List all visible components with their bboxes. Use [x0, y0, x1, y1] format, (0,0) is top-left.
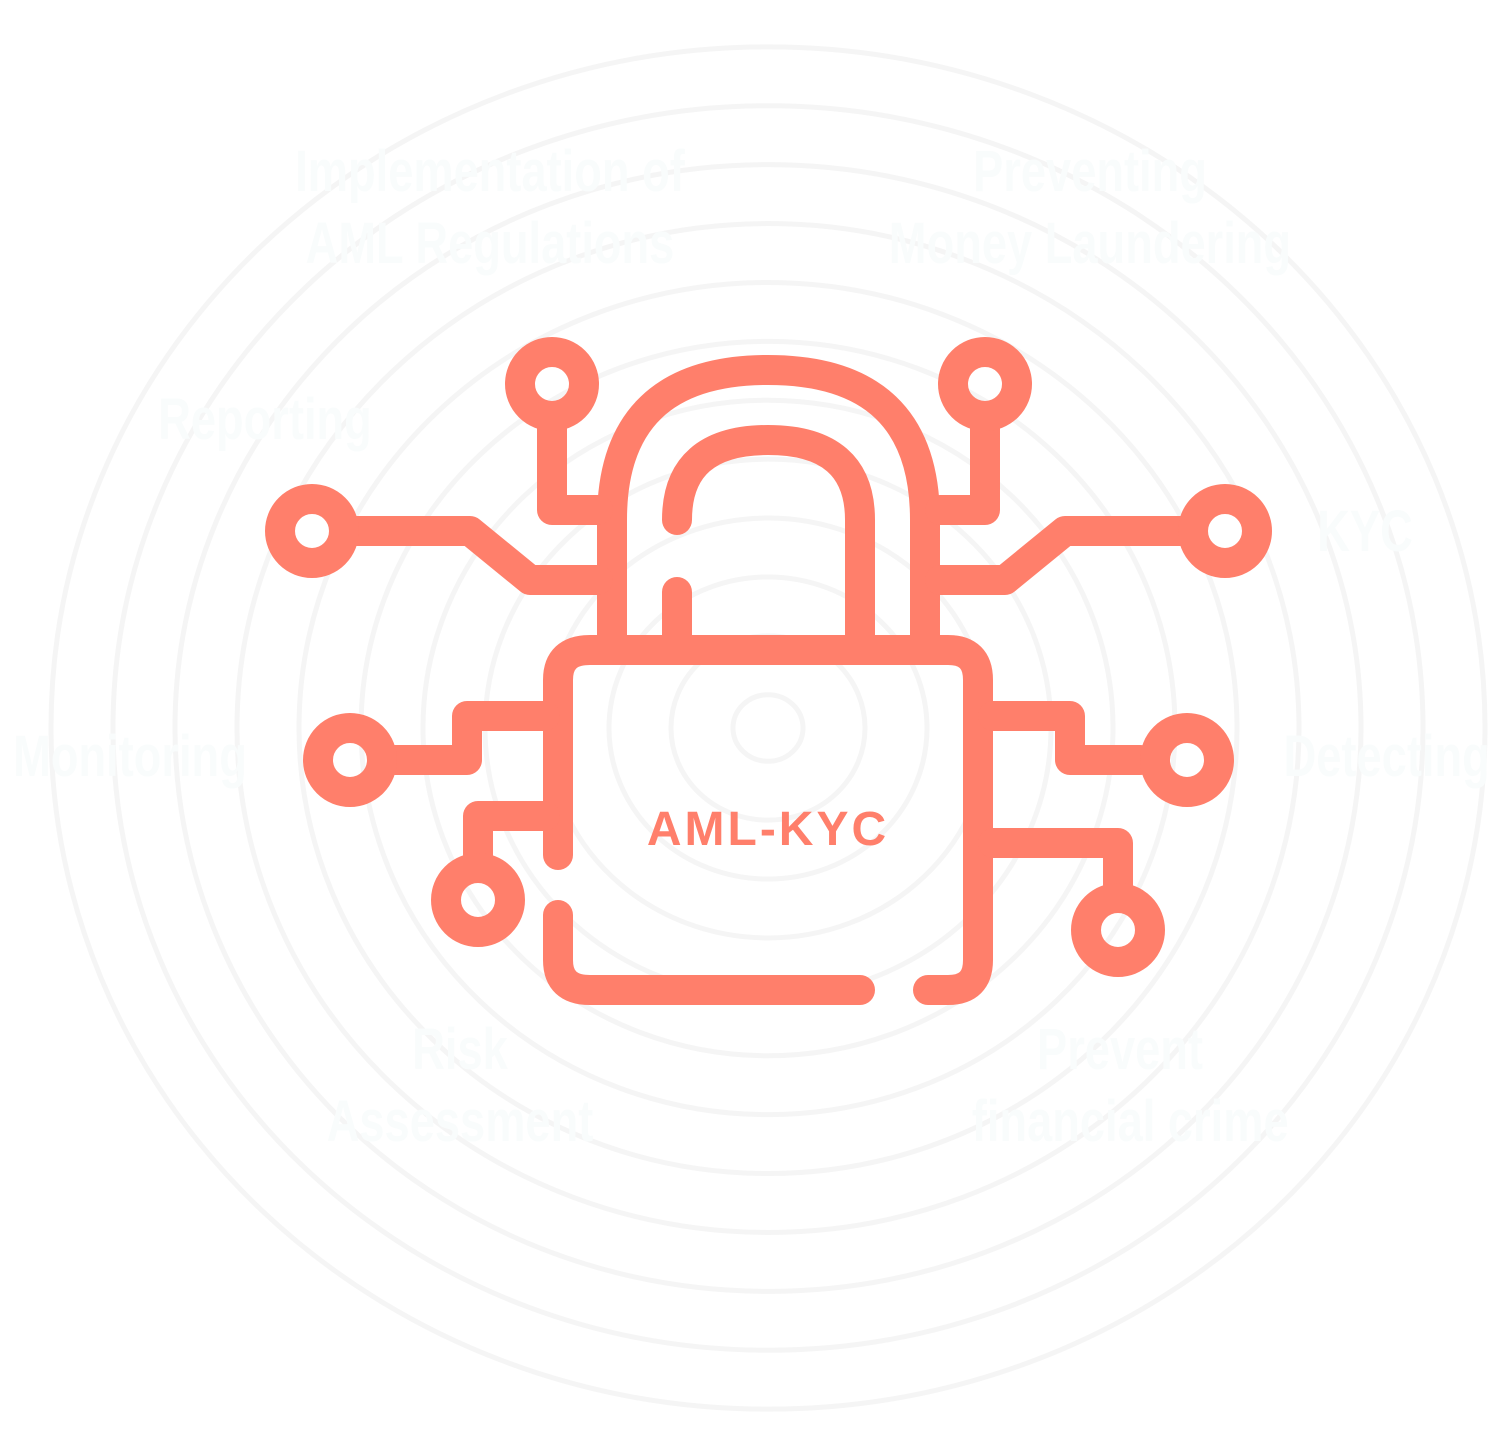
topic-line: Preventing	[973, 139, 1207, 204]
node-circle	[1071, 883, 1165, 977]
background-ring	[48, 44, 1488, 1412]
background-ring	[234, 221, 1302, 1235]
lock-shackle-inner	[662, 425, 875, 650]
node-circle	[1140, 713, 1234, 807]
topic-kyc: KYC	[1317, 499, 1413, 564]
background-ring	[296, 279, 1240, 1177]
node-circle	[431, 853, 525, 947]
background-ring	[420, 397, 1116, 1059]
topic-preventing: Preventing Money Laundering	[887, 140, 1293, 276]
topic-prevent-crime: Prevent financial crime	[971, 1017, 1289, 1154]
topic-line: Implementation of	[295, 139, 685, 204]
lock-body	[543, 635, 993, 1005]
node-circle	[1178, 484, 1272, 578]
topic-monitoring: Monitoring	[13, 724, 247, 789]
topic-risk-assessment: Risk Assessment	[320, 1018, 601, 1154]
center-label: AML-KYC	[647, 803, 889, 856]
topic-implementation: Implementation of AML Regulations	[287, 140, 693, 276]
topic-reporting: Reporting	[158, 387, 372, 452]
node-circle	[505, 337, 599, 431]
topic-line: financial crime	[971, 1089, 1289, 1154]
topic-line: Money Laundering	[888, 211, 1292, 276]
topic-line: Assessment	[326, 1089, 594, 1154]
topic-line: AML Regulations	[305, 211, 675, 276]
topic-line: Risk	[412, 1017, 508, 1082]
topic-line: Prevent	[1037, 1017, 1203, 1082]
circuit-lines	[340, 410, 1195, 900]
background-ring	[172, 162, 1364, 1294]
node-circle	[938, 337, 1032, 431]
node-circle	[303, 713, 397, 807]
topic-detecting: Detecting	[1283, 724, 1490, 789]
node-circle	[265, 484, 359, 578]
background-ring	[606, 574, 930, 882]
background-ring	[730, 692, 806, 764]
lock-shackle-outer	[597, 355, 940, 650]
background-ring	[110, 103, 1426, 1353]
